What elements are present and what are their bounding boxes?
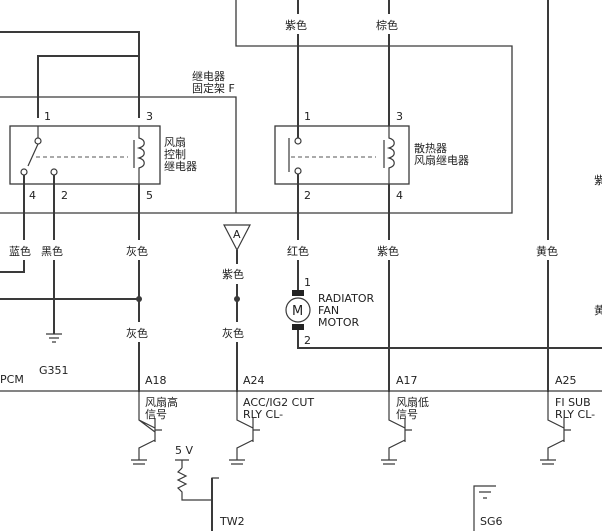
motor-brush-top [292, 290, 304, 296]
wire-blue-left [37, 55, 139, 118]
pcm-desc-a25-2: RLY CL- [555, 408, 595, 421]
motor-symbol: M [292, 304, 303, 319]
motor-label-3: MOTOR [318, 316, 360, 329]
wire-label-yellow: 黄色 [536, 244, 558, 258]
pcm-pin-a17: A17 [396, 374, 418, 387]
relay-bracket-frame [0, 0, 513, 214]
wire-top-left [0, 31, 140, 118]
relay2-pin-4: 4 [396, 189, 403, 202]
relay1-switch-arm [27, 143, 39, 167]
edge-fragment-2: 黄 [594, 303, 602, 317]
relay1-pin-5: 5 [146, 189, 153, 202]
sg6-ground [473, 485, 496, 531]
wire-blue-lower [0, 260, 25, 273]
pcm-pin-a25: A25 [555, 374, 577, 387]
pcm-desc-a24-2: RLY CL- [243, 408, 283, 421]
wire-label-purple-a: 紫色 [222, 267, 244, 281]
pcm-sg6: SG6 [480, 515, 503, 528]
pcm-desc-a18-1: 风扇高 [145, 395, 178, 409]
motor-pin-2: 2 [304, 334, 311, 347]
wire-label-gray-lower: 灰色 [126, 326, 148, 340]
wire-label-gray-a: 灰色 [222, 326, 244, 340]
wire-label-purple-top: 紫色 [285, 18, 307, 32]
wire-label-gray-upper: 灰色 [126, 244, 148, 258]
relay2-pin-1: 1 [304, 110, 311, 123]
fan-control-relay-label-1: 风扇 [164, 135, 186, 149]
relay-bracket-label-2: 固定架 F [192, 81, 235, 95]
transistor-a24 [229, 392, 260, 465]
wire-label-brown-top: 棕色 [376, 18, 398, 32]
relay-bracket-left-frame [0, 96, 237, 213]
relay1-pin-1: 1 [44, 110, 51, 123]
pcm-supply-5v: 5 V [175, 444, 193, 457]
relay2-pin-2: 2 [304, 189, 311, 202]
relay2-pin-3: 3 [396, 110, 403, 123]
relay1-contact-4 [20, 168, 28, 176]
relay1-pin-2: 2 [61, 189, 68, 202]
relay2-coil [386, 126, 395, 184]
transistor-a17 [381, 392, 412, 465]
radiator-fan-relay-box [274, 125, 410, 185]
fan-control-relay-box [9, 125, 161, 185]
relay2-contact-2 [294, 167, 302, 175]
pcm-label: PCM [0, 373, 24, 386]
transistor-a25 [540, 392, 571, 465]
connector-a-label: A [233, 228, 241, 241]
radiator-fan-relay-label-1: 散热器 [414, 141, 447, 155]
motor-body [285, 297, 311, 323]
wire-label-purple-mid: 紫色 [377, 244, 399, 258]
wire-label-blue: 蓝色 [9, 244, 31, 258]
relay1-coil [136, 126, 145, 184]
wire-label-red: 红色 [287, 244, 309, 258]
fan-control-relay-label-3: 继电器 [164, 160, 197, 173]
relay2-contact-1 [294, 137, 302, 145]
motor-label-2: FAN [318, 304, 339, 317]
pcm-pin-a24: A24 [243, 374, 265, 387]
ground-symbol-g351 [46, 333, 62, 343]
relay1-pin-4: 4 [29, 189, 36, 202]
relay1-contact-2 [50, 168, 58, 176]
connector-a-triangle [223, 224, 251, 252]
pcm-desc-a25-1: FI SUB [555, 396, 591, 409]
fan-control-relay-label-2: 控制 [164, 147, 186, 161]
edge-fragment-1: 紫 [594, 174, 602, 187]
splice-a [234, 296, 240, 302]
wire-label-black: 黑色 [41, 244, 63, 258]
relay1-pin-3: 3 [146, 110, 153, 123]
relay-bracket-label-1: 继电器 [192, 70, 225, 83]
motor-pin-1: 1 [304, 276, 311, 289]
pcm-desc-a24-1: ACC/IG2 CUT [243, 396, 314, 409]
pcm-desc-a17-2: 信号 [396, 408, 418, 421]
motor-brush-bottom [292, 324, 304, 330]
radiator-fan-relay-label-2: 风扇继电器 [414, 153, 469, 167]
motor-label-1: RADIATOR [318, 292, 374, 305]
transistor-a18 [131, 392, 162, 465]
wire-motor-ground [297, 330, 602, 349]
pcm-tw2: TW2 [219, 515, 245, 528]
relay1-contact-1 [34, 137, 42, 145]
pcm-desc-a17-1: 风扇低 [396, 395, 429, 409]
pcm-pin-a18: A18 [145, 374, 167, 387]
pcm-desc-a18-2: 信号 [145, 408, 167, 421]
supply-stub [175, 459, 189, 468]
ground-label-g351: G351 [39, 364, 69, 377]
